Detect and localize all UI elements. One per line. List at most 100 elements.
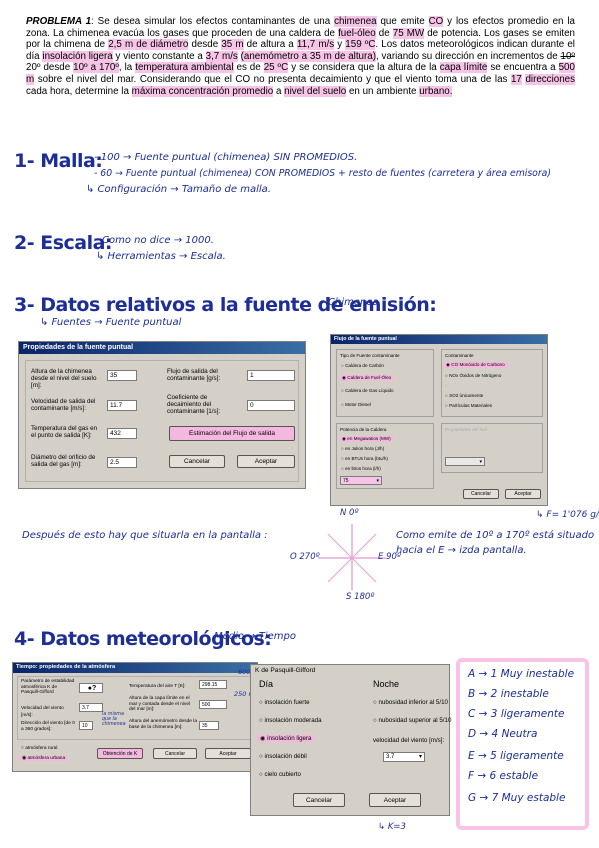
pasquill-dialog: K de Pasquill-Gifford Día Noche insolaci… xyxy=(250,664,451,816)
struck-text: 10º xyxy=(560,50,575,62)
estimate-flow-button[interactable]: Estimación del Flujo de salida xyxy=(169,426,295,441)
outlet-diameter-input[interactable]: 2.5 xyxy=(107,457,137,468)
pasquill-cancel-button[interactable]: Cancelar xyxy=(293,793,345,807)
boiler-power-label: Potencia de la Caldera xyxy=(340,427,387,432)
cancel-button[interactable]: Cancelar xyxy=(169,455,225,468)
highlighted-text: 25 ºC xyxy=(263,62,289,74)
air-temperature-input[interactable]: 298.15 xyxy=(199,680,227,689)
highlighted-text: 75 MW xyxy=(392,27,425,39)
cloud-above-half[interactable]: nubosidad superior al 5/10 xyxy=(373,717,451,724)
highlighted-text: (anemómetro a 35 m de altura) xyxy=(240,50,376,62)
day-heading: Día xyxy=(259,679,274,689)
get-k-button[interactable]: Obtención de K xyxy=(97,748,143,759)
pollutant-nox[interactable]: NOx Óxidos de Nitrógeno xyxy=(445,373,501,378)
anemometer-height-input[interactable]: 35 xyxy=(199,721,219,730)
section4-title: 4- Datos meteorológicos: xyxy=(14,628,272,650)
pasquill-dialog-title: K de Pasquill-Gifford xyxy=(251,665,449,677)
position-note-1: Como emite de 10º a 170º está situado xyxy=(396,530,595,541)
pasquill-wind-value: 3.7 xyxy=(386,754,395,760)
section3-subtitle: Chimenea xyxy=(328,297,379,308)
source-type-lpg[interactable]: Caldera de Gas Líquido xyxy=(341,388,394,393)
source-type-group xyxy=(336,349,434,417)
source-type-coal[interactable]: Caldera de Carbón xyxy=(341,363,384,368)
wind-speed-input[interactable]: 3.7 xyxy=(79,703,103,712)
insolation-strong[interactable]: insolación fuerte xyxy=(259,699,309,706)
highlighted-text: chimenea xyxy=(334,16,377,27)
problem-text: es de xyxy=(233,62,264,74)
atmosphere-accept-button[interactable]: Aceptar xyxy=(205,748,251,759)
fuel-properties-select[interactable]: ▾ xyxy=(445,457,485,466)
highlighted-text: 159 ºC xyxy=(345,39,376,51)
stability-c: C → 3 ligeramente xyxy=(468,708,565,720)
section3-title: 3- Datos relativos a la fuente de emisió… xyxy=(14,294,437,316)
pasquill-wind-select[interactable]: 3.7▾ xyxy=(383,752,425,762)
problem-text: y los efectos xyxy=(443,16,504,27)
source-type-diesel[interactable]: Motor Diesel xyxy=(341,402,371,407)
power-btuh[interactable]: en BTUs hora (btu/h) xyxy=(341,456,388,461)
section1-line2: - 60 → Fuente puntual (chimenea) CON PRO… xyxy=(94,168,552,179)
flow-cancel-button[interactable]: Cancelar xyxy=(463,489,499,499)
pollutant-co[interactable]: CO Monóxido de Carbono xyxy=(443,362,508,368)
exit-velocity-input[interactable]: 11.7 xyxy=(107,400,137,411)
power-value-select[interactable]: 75▾ xyxy=(340,476,382,485)
source-type-fuel-oil[interactable]: Caldera de Fuel-Óleo xyxy=(339,375,395,381)
pasquill-accept-button[interactable]: Aceptar xyxy=(369,793,421,807)
problem-text: de potencia. Los gases se emiten por la … xyxy=(26,27,576,51)
stability-param-label: Parámetro de estabilidad atmosférica K d… xyxy=(21,679,75,696)
section4-subtitle: Medio → Tiempo xyxy=(214,631,297,642)
power-mw[interactable]: en Megawatios (MW) xyxy=(339,436,394,442)
point-source-panel xyxy=(25,360,299,482)
emission-flow-label: Flujo de salida del contaminante [g/s]: xyxy=(167,368,221,383)
section2-title: 2- Escala: xyxy=(14,232,113,254)
pollutant-disabled[interactable] xyxy=(445,383,448,388)
stability-b: B → 2 inestable xyxy=(468,688,549,700)
stack-height-input[interactable]: 35 xyxy=(107,370,137,381)
problem-text: en un ambiente xyxy=(346,85,417,97)
decay-coefficient-input[interactable]: 0 xyxy=(247,400,295,411)
problem-text: 20º desde xyxy=(26,62,74,74)
highlighted-text: CO xyxy=(428,16,444,27)
urban-atmosphere-radio[interactable]: atmósfera urbana xyxy=(19,756,69,761)
problem-text: de xyxy=(375,27,393,39)
insolation-light[interactable]: insolación ligera xyxy=(257,735,315,742)
decay-coefficient-label: Coeficiente de decaimiento del contamina… xyxy=(167,394,221,416)
pollutant-group xyxy=(441,349,543,417)
problem-text: sobre el nivel del mar. Considerando que… xyxy=(37,73,511,85)
highlighted-text: nivel del suelo xyxy=(284,85,347,97)
highlighted-text: máxima concentración promedio xyxy=(131,85,274,97)
emission-flow-input[interactable]: 1 xyxy=(247,370,295,381)
help-circle-icon: ● xyxy=(87,685,92,692)
pollutant-particulates[interactable]: Partículas Materiales xyxy=(445,403,492,408)
section2-line1: Como no dice → 1000. xyxy=(102,235,214,246)
problem-text: de altura a xyxy=(243,39,297,51)
pasquill-wind-label: velocidad del viento [m/s]: xyxy=(373,737,445,744)
point-source-dialog: Propiedades de la fuente puntual Altura … xyxy=(18,341,306,489)
gas-temperature-input[interactable]: 432 xyxy=(107,428,137,439)
compass-south: S 180º xyxy=(346,592,375,602)
power-lh[interactable]: en litros hora (l/h) xyxy=(341,466,381,471)
problem-text: y xyxy=(334,39,343,51)
cloudy-sky[interactable]: cielo cubierto xyxy=(259,771,300,778)
select-arrow-icon-2: ▾ xyxy=(479,459,482,465)
flow-accept-button[interactable]: Aceptar xyxy=(505,489,541,499)
insolation-moderate[interactable]: insolación moderada xyxy=(259,717,321,724)
wind-direction-input[interactable]: 10 xyxy=(79,721,93,730)
stability-classes-box xyxy=(456,658,589,830)
compass-diagram xyxy=(318,524,386,590)
stability-param-input[interactable]: ●? xyxy=(79,683,103,693)
cloud-below-half[interactable]: nubosidad inferior al 5/10 xyxy=(373,699,448,706)
anemometer-height-label: Altura del anemómetro desde la base de l… xyxy=(129,719,197,730)
boundary-layer-input[interactable]: 500 xyxy=(199,700,227,709)
highlighted-text: 2,5 m de diámetro xyxy=(108,39,189,51)
stability-a: A → 1 Muy inestable xyxy=(468,668,575,680)
flow-result-note: ↳ F= 1'076 g/s xyxy=(536,510,599,520)
power-jh[interactable]: en Julios hora (J/h) xyxy=(341,446,384,451)
rural-atmosphere-radio[interactable]: atmósfera rural xyxy=(21,746,57,751)
accept-button[interactable]: Aceptar xyxy=(237,455,295,468)
stability-f: F → 6 estable xyxy=(468,770,539,782)
pollutant-so2[interactable]: SO2 únicamente xyxy=(445,393,483,398)
problem-text: desde xyxy=(188,39,222,51)
atmosphere-cancel-button[interactable]: Cancelar xyxy=(153,748,197,759)
insolation-weak[interactable]: insolación débil xyxy=(259,753,306,760)
